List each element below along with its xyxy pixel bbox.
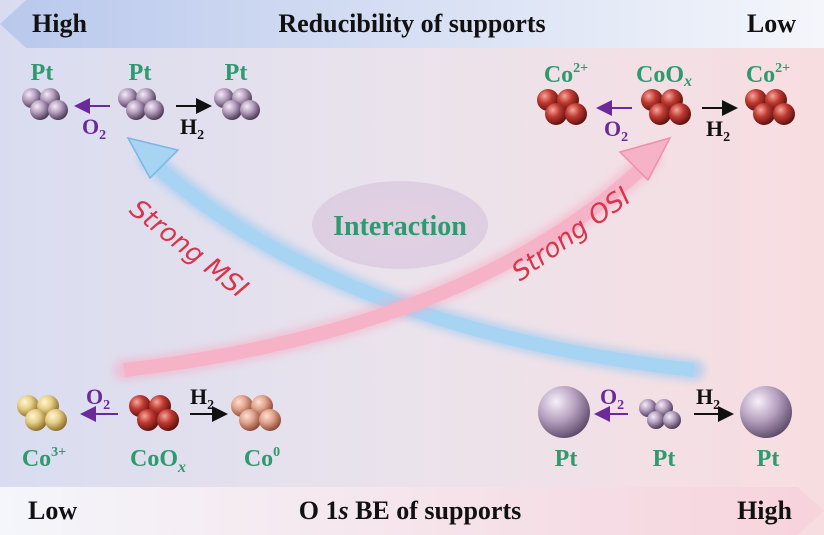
bl-left-label: Co3+ — [22, 445, 66, 472]
top-axis-right-label: Low — [747, 9, 796, 38]
tr-right-label: Co2+ — [746, 61, 790, 88]
bl-left-cluster — [17, 395, 67, 431]
br-mid-cluster — [639, 399, 681, 429]
bottom-left-scheme: O2 H2 Co3+ CoOx Co0 — [17, 384, 281, 476]
br-left-label: Pt — [555, 446, 578, 472]
top-left-scheme: Pt Pt Pt O2 H2 — [22, 60, 260, 143]
bottom-axis-left-label: Low — [28, 496, 77, 525]
tr-o2-label: O2 — [604, 116, 628, 145]
br-right-label: Pt — [757, 446, 780, 472]
strong-msi-arrow — [126, 136, 705, 381]
tr-h2-label: H2 — [706, 116, 730, 145]
bottom-axis-right-label: High — [737, 496, 792, 525]
bottom-axis-title: O 1s BE of supports — [299, 496, 522, 525]
top-axis-title: Reducibility of supports — [278, 9, 545, 38]
br-right-particle — [740, 386, 792, 438]
interaction-ellipse — [312, 181, 488, 269]
top-right-scheme: Co2+ CoOx Co2+ O2 H2 — [537, 61, 795, 145]
tr-mid-label: CoOx — [636, 62, 692, 90]
br-o2-label: O2 — [600, 384, 624, 413]
br-left-particle — [538, 386, 590, 438]
br-h2-label: H2 — [696, 384, 720, 413]
tl-right-cluster — [214, 88, 260, 120]
bl-h2-label: H2 — [190, 384, 214, 413]
tl-mid-cluster — [118, 88, 164, 120]
br-mid-label: Pt — [653, 446, 676, 472]
tr-right-cluster — [745, 89, 795, 125]
bottom-right-scheme: O2 H2 Pt Pt Pt — [538, 384, 792, 472]
interaction-label: Interaction — [333, 211, 467, 242]
bl-mid-cluster — [129, 395, 179, 431]
tl-o2-label: O2 — [82, 114, 106, 143]
top-axis-arrow — [0, 0, 824, 48]
tl-left-cluster — [22, 88, 68, 120]
bottom-axis-arrow — [0, 487, 824, 535]
bl-right-label: Co0 — [244, 445, 280, 472]
top-axis-left-label: High — [32, 9, 87, 38]
tl-left-label: Pt — [31, 60, 54, 86]
tl-h2-label: H2 — [180, 114, 204, 143]
strong-osi-arrow — [113, 136, 672, 381]
bl-right-cluster — [231, 395, 281, 431]
bl-o2-label: O2 — [86, 384, 110, 413]
tl-mid-label: Pt — [129, 60, 152, 86]
tr-mid-cluster — [641, 89, 691, 125]
tl-right-label: Pt — [225, 60, 248, 86]
tr-left-label: Co2+ — [544, 61, 588, 88]
tr-left-cluster — [537, 89, 587, 125]
bl-mid-label: CoOx — [130, 446, 186, 476]
